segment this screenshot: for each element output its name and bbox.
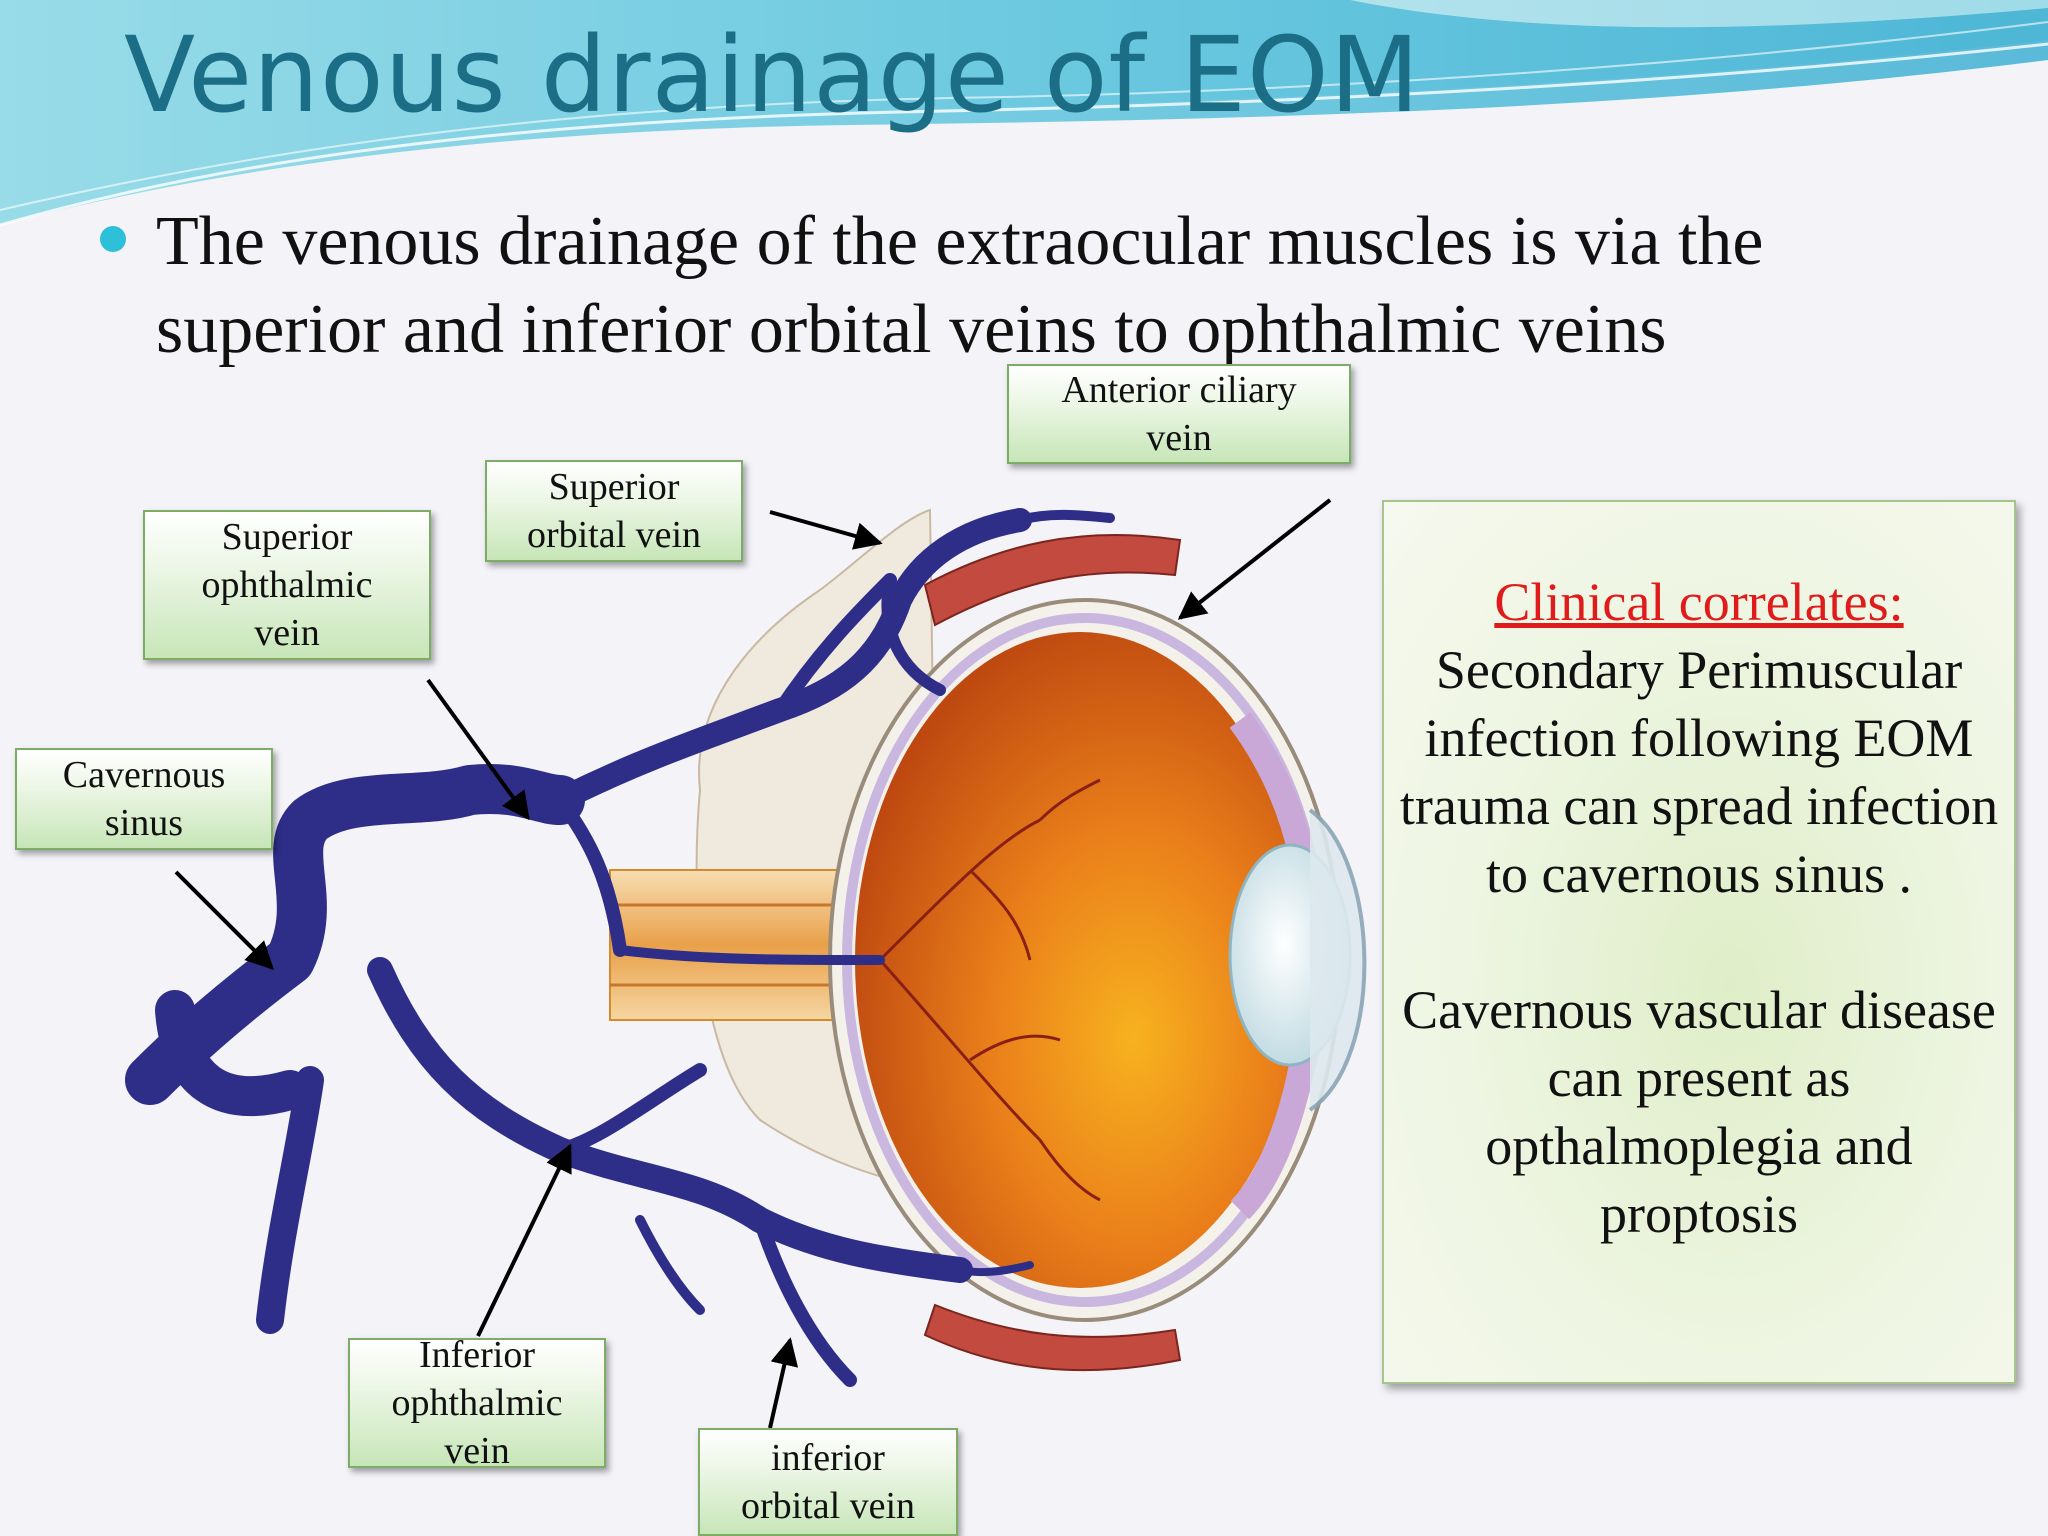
pointer-arrows: [174, 498, 1332, 1429]
inferior-rectus: [923, 1303, 1182, 1372]
bullet-icon: [100, 226, 126, 252]
retinal-vessels: [878, 778, 1101, 1202]
venous-network: [125, 508, 1115, 1387]
clinical-correlates-text-2: Cavernous vascular disease can present a…: [1402, 980, 1996, 1244]
vitreous-globe: [855, 632, 1305, 1288]
cornea: [1308, 808, 1367, 1112]
clinical-correlates-heading: Clinical correlates:: [1494, 572, 1904, 632]
header-wave-decoration: [0, 0, 2048, 227]
inferior-ophthalmic-vein-label: Inferior ophthalmic vein: [348, 1334, 606, 1472]
superior-rectus: [923, 534, 1182, 627]
slide-title: Venous drainage of EOM: [124, 14, 1421, 136]
superior-orbital-vein-label: Superior orbital vein: [485, 460, 743, 562]
inferior-orbital-vein-label: inferior orbital vein: [698, 1428, 958, 1536]
anterior-ciliary-vein-label: Anterior ciliary vein: [1007, 364, 1351, 464]
cavernous-sinus-label: Cavernous sinus: [15, 748, 273, 850]
bullet-text: The venous drainage of the extraocular m…: [156, 203, 1764, 368]
clinical-correlates-text: Secondary Perimuscular infection followi…: [1399, 640, 1999, 904]
clinical-correlates-box: Clinical correlates: Secondary Perimuscu…: [1382, 500, 2016, 1384]
superior-ophthalmic-vein-label: Superior ophthalmic vein: [143, 510, 431, 660]
